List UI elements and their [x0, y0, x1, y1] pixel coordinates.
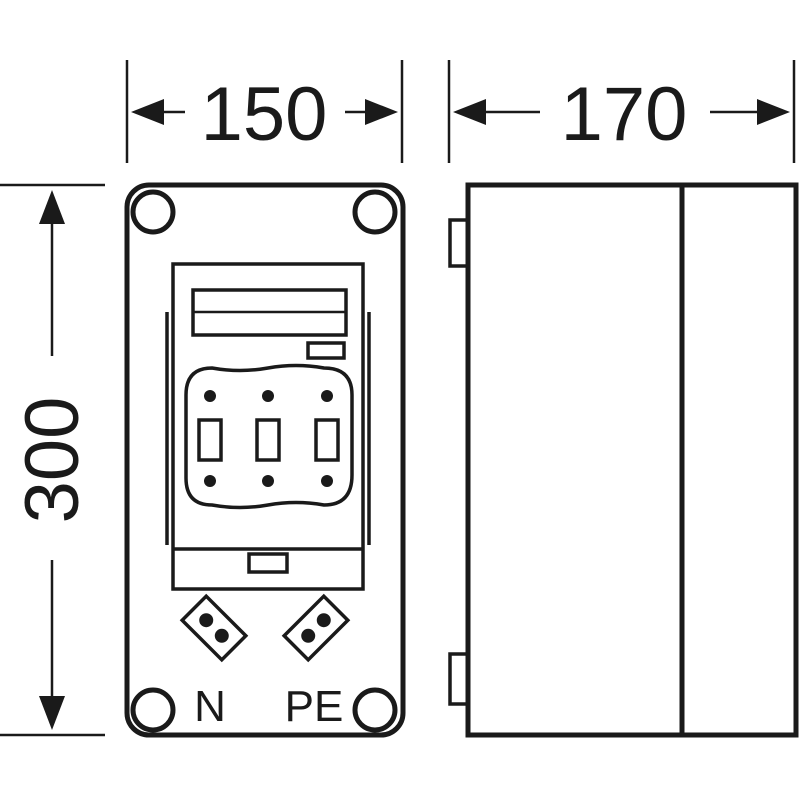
terminal-block-neutral	[179, 593, 249, 663]
terminal-housing	[281, 593, 351, 663]
fuse-link-l2	[255, 418, 281, 462]
arrowhead-top	[39, 190, 65, 224]
enclosure-body	[124, 182, 406, 738]
dimension-width-side: 170	[447, 60, 796, 163]
wall-mounting-lug-bottom	[448, 652, 470, 706]
contact-point	[262, 475, 274, 487]
arrowhead-right	[757, 99, 790, 125]
dimension-width-front: 150	[125, 60, 404, 163]
terminal-label-neutral: N	[194, 682, 226, 731]
indicator-window	[306, 341, 346, 360]
terminal-screw	[301, 628, 316, 643]
terminal-screw	[214, 628, 229, 643]
release-latch	[247, 552, 289, 574]
arrowhead-bottom	[39, 696, 65, 730]
terminal-housing	[179, 593, 249, 663]
contact-point	[204, 475, 216, 487]
corner-screw-top-left	[130, 189, 176, 235]
enclosure-side-body	[465, 182, 799, 738]
corner-screw-bottom-left	[130, 687, 176, 733]
fuse-link-l3	[314, 418, 340, 462]
wall-mounting-lug-top	[448, 218, 470, 268]
contact-point	[204, 390, 216, 402]
dimension-height: 300	[0, 183, 105, 737]
dimension-value-front-width: 150	[201, 72, 328, 157]
terminal-screw	[199, 613, 214, 628]
arrowhead-left	[131, 99, 164, 125]
fuse-link-l1	[197, 418, 223, 462]
corner-screw-bottom-right	[352, 687, 398, 733]
fuse-switch-module	[165, 262, 371, 591]
front-view: N PE	[124, 182, 406, 738]
module-housing	[171, 262, 365, 591]
fuse-carrier	[184, 363, 354, 510]
terminal-label-earth: PE	[285, 682, 344, 731]
side-view	[448, 182, 799, 738]
contact-point	[321, 390, 333, 402]
dimension-value-side-width: 170	[561, 72, 688, 157]
contact-point	[321, 475, 333, 487]
terminal-screw	[316, 613, 331, 628]
contact-point	[262, 390, 274, 402]
arrowhead-right	[365, 99, 398, 125]
corner-screw-top-right	[352, 189, 398, 235]
terminal-block-earth	[281, 593, 351, 663]
arrowhead-left	[453, 99, 486, 125]
dimension-value-height: 300	[10, 397, 95, 524]
